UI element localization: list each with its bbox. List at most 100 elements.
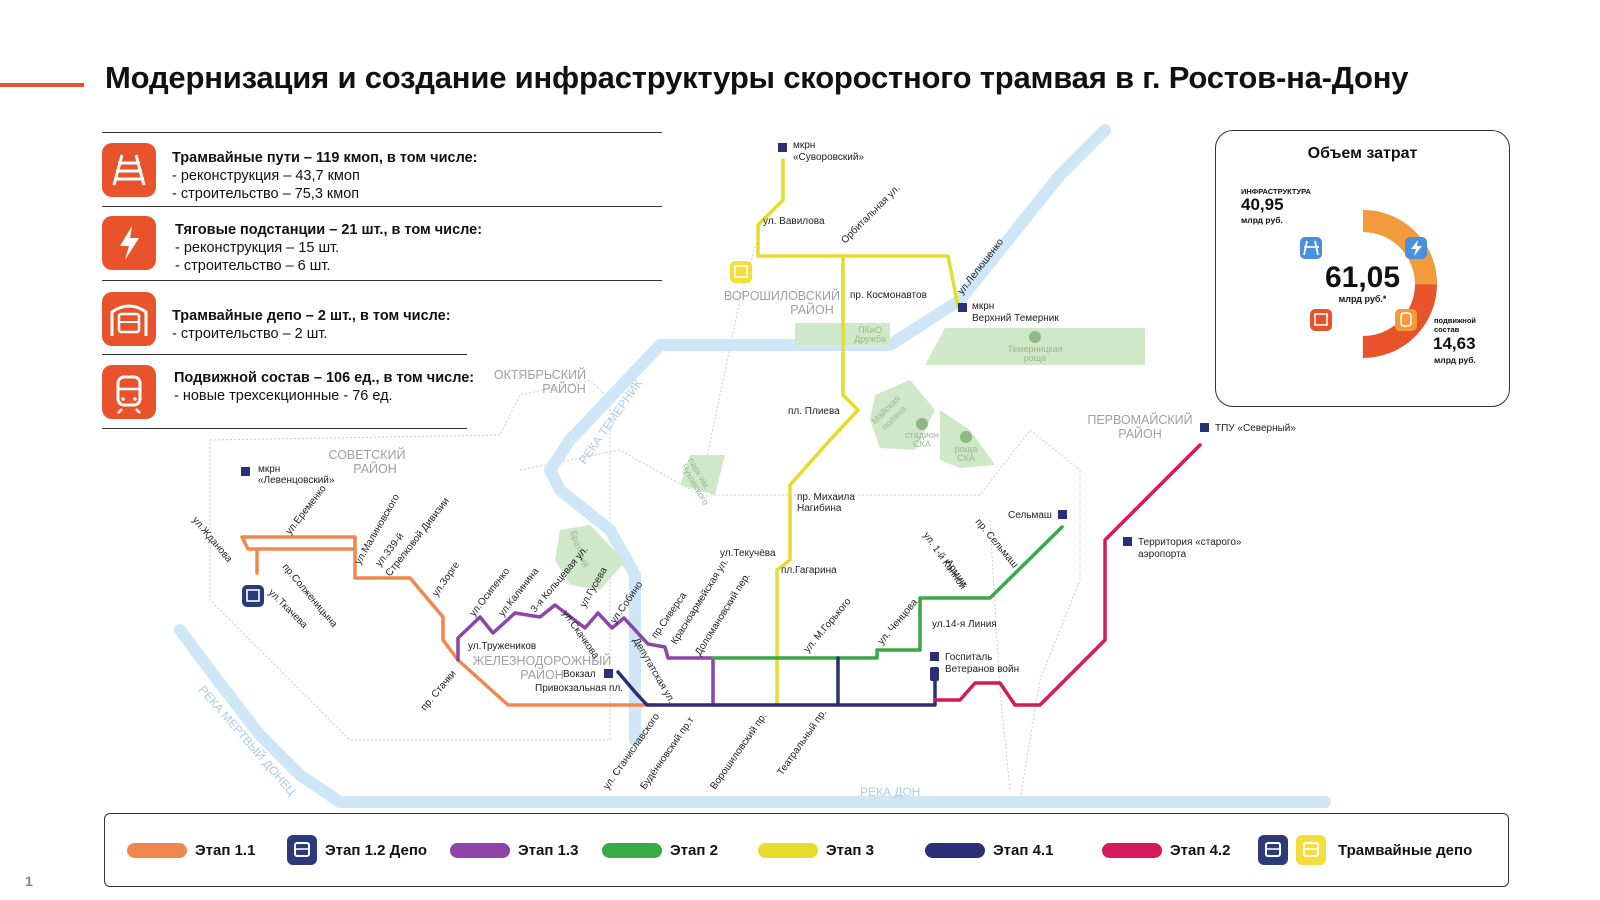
district-label: СОВЕТСКИЙ (328, 447, 405, 462)
info-block-tracks: Трамвайные пути – 119 кмоп, в том числе:… (102, 143, 662, 202)
infra-label: ИНФРАСТРУКТУРА (1241, 187, 1311, 196)
stop-marker-icon (930, 667, 939, 681)
street-label: ул.Текучёва (720, 548, 776, 559)
river-label-mertvy-donets: РЕКА МЕРТВЫЙ ДОНЕЦ (196, 682, 300, 798)
legend-swatch (758, 842, 818, 858)
street-label: Нагибина (797, 502, 842, 514)
legend-item-stage-4-1: Этап 4.1 (925, 836, 1053, 864)
street-label: ул.Жданова (190, 515, 235, 565)
park-label: ПКиО (858, 325, 882, 335)
park-label: роща (955, 444, 977, 454)
info-block-depots: Трамвайные депо – 2 шт., в том числе: - … (102, 292, 662, 348)
stop-markers (241, 143, 1209, 681)
street-label: пр. Михаила (797, 492, 855, 503)
stop-marker-icon (958, 303, 967, 312)
legend-label: Этап 1.3 (518, 841, 579, 859)
donut-depot-icon (1310, 309, 1332, 331)
info-heading: Трамвайные депо – 2 шт., в том числе: (172, 308, 451, 324)
stop-label: мкрн (793, 140, 815, 151)
street-label: пр. Сельмаш (973, 517, 1020, 570)
info-line: - реконструкция – 43,7 кмоп (172, 168, 360, 184)
park-bratsky (555, 525, 625, 590)
street-label: пр. Космонавтов (850, 290, 927, 301)
district-label: РАЙОН (790, 302, 834, 317)
cost-summary-panel: Объем затрат ИНФРАСТРУКТУРА 40,95 млрд р… (1215, 130, 1510, 407)
depot-yellow-icon (1296, 835, 1326, 865)
park-label: Темерницкая (1007, 344, 1062, 354)
stop-label: мкрн (258, 464, 280, 475)
line-stage-1-1-loop (240, 535, 357, 551)
rolling-stock-unit: млрд руб. (1434, 355, 1476, 365)
stop-label: Ветеранов войн (945, 664, 1019, 675)
stop-label: мкрн (972, 301, 994, 312)
district-label: ПЕРВОМАЙСКИЙ (1087, 412, 1192, 427)
street-label: Театральный пр. (775, 707, 829, 777)
legend-item-stage-2: Этап 2 (602, 836, 718, 864)
infra-unit: млрд руб. (1241, 215, 1283, 225)
map-legend: Этап 1.1 Этап 1.2 Депо Этап 1.3 Этап 2 Э… (104, 813, 1509, 887)
legend-swatch (127, 842, 187, 858)
stop-label: Вокзал (563, 669, 596, 680)
rolling-stock-value: 14,63 (1433, 334, 1476, 353)
line-stage-1-3 (456, 603, 715, 707)
stop-marker-icon (778, 143, 787, 152)
street-label: пр.Солженицына (280, 562, 340, 630)
info-line: - реконструкция – 15 шт. (175, 240, 340, 256)
summary-title: Объем затрат (1307, 145, 1418, 162)
stop-label: «Суворовский» (793, 152, 864, 163)
cost-donut-chart (1289, 210, 1437, 358)
page-title: Модернизация и создание инфраструктуры с… (105, 60, 1409, 95)
info-block-substations: Тяговые подстанции – 21 шт., в том числе… (102, 216, 662, 274)
district-label: РАЙОН (542, 381, 586, 396)
tram-tracks-icon (102, 143, 156, 197)
info-line: - строительство – 6 шт. (175, 258, 331, 274)
line-stage-4-1 (616, 670, 937, 707)
legend-item-tram-depots: Трамвайные депо (1258, 835, 1473, 865)
legend-label: Этап 1.2 Депо (325, 841, 428, 859)
divider (102, 354, 467, 355)
tram-lines (240, 158, 1202, 707)
legend-item-stage-4-2: Этап 4.2 (1102, 836, 1230, 864)
info-heading: Тяговые подстанции – 21 шт., в том числе… (175, 222, 483, 238)
district-boundaries (209, 229, 1310, 801)
stop-marker-icon (1200, 423, 1209, 432)
river-don (174, 624, 1331, 808)
divider (102, 280, 662, 281)
park-label: СКА (913, 439, 931, 449)
street-label: ул.14-я Линия (932, 619, 997, 630)
stop-label: «Левенцовский» (258, 475, 335, 486)
street-label: пр. Стачки (419, 669, 459, 713)
depot-blue-icon (242, 585, 264, 607)
info-heading: Подвижной состав – 106 ед., в том числе: (174, 370, 475, 386)
legend-label: Этап 4.2 (1170, 841, 1231, 859)
district-label: РАЙОН (353, 461, 397, 476)
rolling-stock-label: подвижной (1434, 316, 1477, 325)
legend-swatch (925, 842, 985, 858)
tram-depot-icon (102, 292, 156, 346)
street-label: Доломановский пер. (693, 571, 753, 657)
donut-segment-rolling-stock (1289, 210, 1437, 358)
divider (102, 428, 467, 429)
legend-swatch (602, 842, 662, 858)
street-label: ул. Ченцова (876, 597, 921, 647)
info-heading: Трамвайные пути – 119 кмоп, в том числе: (172, 150, 478, 166)
line-stage-2 (711, 525, 1064, 660)
page-number: 1 (25, 873, 33, 889)
stop-marker-icon (1058, 510, 1067, 519)
legend-item-stage-3: Этап 3 (758, 836, 874, 864)
park-marker-icon (916, 418, 928, 430)
street-label: Ворошиловский пр. (708, 711, 769, 792)
infra-value: 40,95 (1241, 195, 1284, 214)
stop-marker-icon (241, 467, 250, 476)
street-label: ул.Зорге (430, 560, 462, 599)
legend-swatch (450, 842, 510, 858)
park-label: СКА (957, 453, 975, 463)
legend-label: Трамвайные депо (1338, 841, 1473, 859)
legend-swatch (1102, 842, 1162, 858)
district-label: ОКТЯБРЬСКИЙ (494, 367, 586, 382)
park-stadion (870, 380, 935, 450)
legend-label: Этап 2 (670, 841, 718, 859)
divider (102, 206, 662, 207)
park-label: роща (1024, 353, 1046, 363)
